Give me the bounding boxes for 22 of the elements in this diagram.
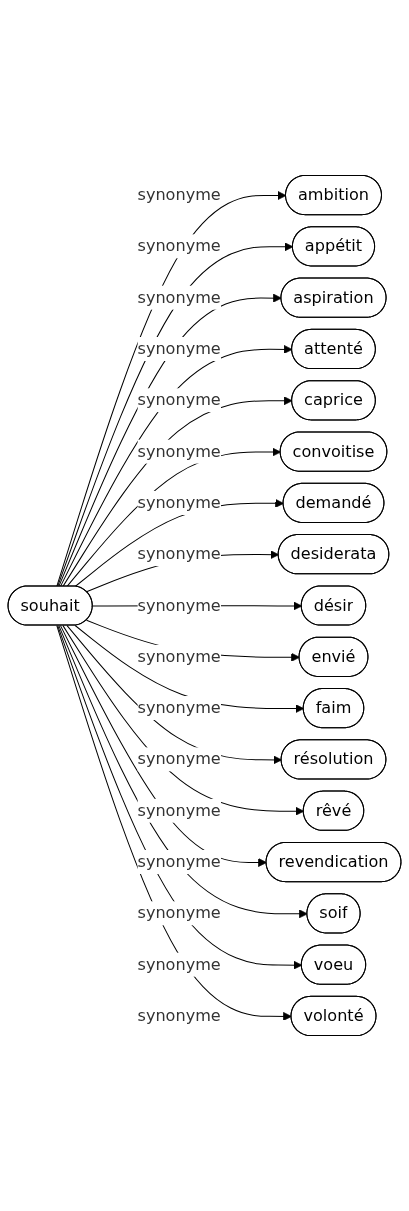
edge-label: synonyme [137,236,221,256]
edge-label: synonyme [137,1005,221,1026]
edge-label: synonyme [137,851,221,872]
edge-label: synonyme [137,390,221,410]
edge-label: synonyme [137,595,221,615]
edge-label: synonyme [137,544,221,564]
edge-label: synonyme [137,800,221,820]
edge-label: synonyme [137,698,221,718]
arrow [57,625,303,970]
edge-label: synonyme [137,903,221,923]
arrow [66,447,282,587]
arrow [60,625,267,867]
edge-label: synonyme [137,646,221,666]
edge-label: synonyme [137,184,221,205]
edge-label: synonyme [137,441,221,461]
edge-label: synonyme [137,749,221,769]
edge-label: synonyme [137,492,221,512]
arrow [74,498,284,587]
arrow [66,625,282,765]
edge-label: synonyme [137,287,221,307]
edge-label: synonyme [137,954,221,974]
edge-label: synonyme [137,338,221,359]
